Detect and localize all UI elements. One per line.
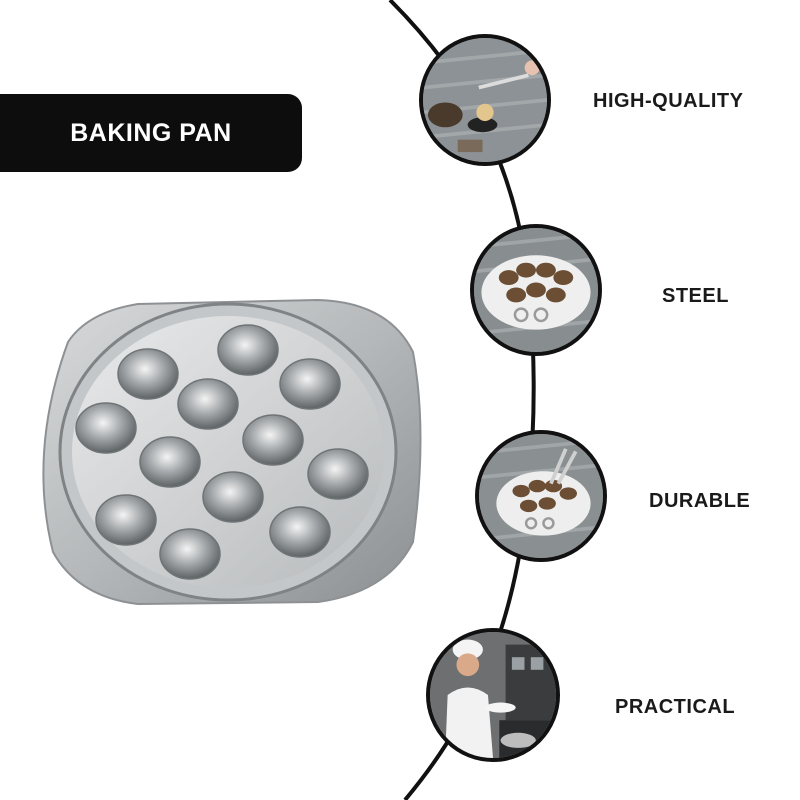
escargot-pan-image bbox=[42, 298, 422, 606]
feature-label-1: HIGH-QUALITY bbox=[593, 90, 744, 112]
feature-label-4: PRACTICAL bbox=[615, 696, 736, 718]
banner-title: BAKING PAN bbox=[70, 118, 232, 147]
feature-thumb-2 bbox=[470, 224, 602, 356]
feature-thumb-1 bbox=[419, 34, 551, 166]
snail-plate-tongs-photo-icon bbox=[479, 434, 603, 558]
snail-plate-photo-icon bbox=[474, 228, 598, 352]
chef-photo-icon bbox=[430, 632, 556, 758]
feature-thumb-4 bbox=[426, 628, 560, 762]
diner-table-photo-icon bbox=[423, 38, 547, 162]
feature-label-3: DURABLE bbox=[649, 490, 751, 512]
feature-thumb-3 bbox=[475, 430, 607, 562]
title-banner: BAKING PAN bbox=[0, 94, 302, 172]
feature-label-2: STEEL bbox=[662, 285, 729, 307]
